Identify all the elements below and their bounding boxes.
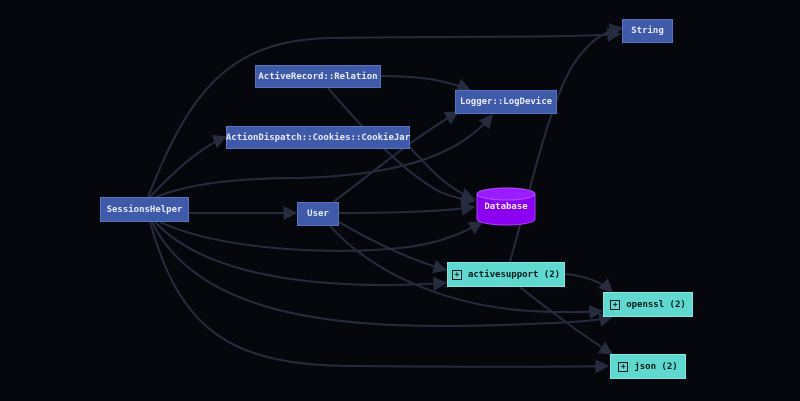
plus-square-icon[interactable]: + <box>610 299 621 310</box>
node-string[interactable]: String <box>622 19 673 43</box>
edge-user-openssl <box>329 225 604 320</box>
node-sessionshelper[interactable]: SessionsHelper <box>100 197 189 222</box>
edge-activesupport-openssl <box>564 273 613 293</box>
plus-square-icon[interactable]: + <box>451 269 462 280</box>
gem-label: json (2) <box>634 361 678 372</box>
node-cookiejar[interactable]: ActionDispatch::Cookies::CookieJar <box>226 126 410 149</box>
node-json[interactable]: + json (2) <box>610 354 686 379</box>
database-label: Database <box>484 202 528 212</box>
node-logger-logdevice[interactable]: Logger::LogDevice <box>455 90 557 114</box>
edge-user-logger <box>332 111 460 203</box>
edge-sessionshelper-logger <box>149 113 493 201</box>
edge-sessionshelper-cookiejar <box>149 134 228 198</box>
gem-label: activesupport (2) <box>467 269 561 280</box>
edge-user-database <box>338 201 476 216</box>
node-user[interactable]: User <box>297 202 339 226</box>
edge-activesupport-json <box>519 286 614 355</box>
edge-relation-logger <box>379 75 472 92</box>
gem-label: openssl (2) <box>626 299 686 310</box>
edge-user-activesupport <box>338 221 448 274</box>
database-cylinder-icon <box>476 187 536 226</box>
node-openssl[interactable]: + openssl (2) <box>603 292 693 317</box>
edge-sessionshelper-string <box>147 27 622 198</box>
edge-cookiejar-database <box>407 144 476 202</box>
node-activesupport[interactable]: + activesupport (2) <box>447 262 565 287</box>
edge-sessionshelper-openssl <box>151 221 614 328</box>
edge-sessionshelper-activesupport <box>154 221 448 291</box>
node-activerecord-relation[interactable]: ActiveRecord::Relation <box>255 65 381 88</box>
edge-sessionshelper-database <box>159 221 484 252</box>
node-database[interactable]: Database <box>476 187 536 227</box>
plus-square-icon[interactable]: + <box>618 361 629 372</box>
edge-sessionshelper-json <box>149 221 610 374</box>
